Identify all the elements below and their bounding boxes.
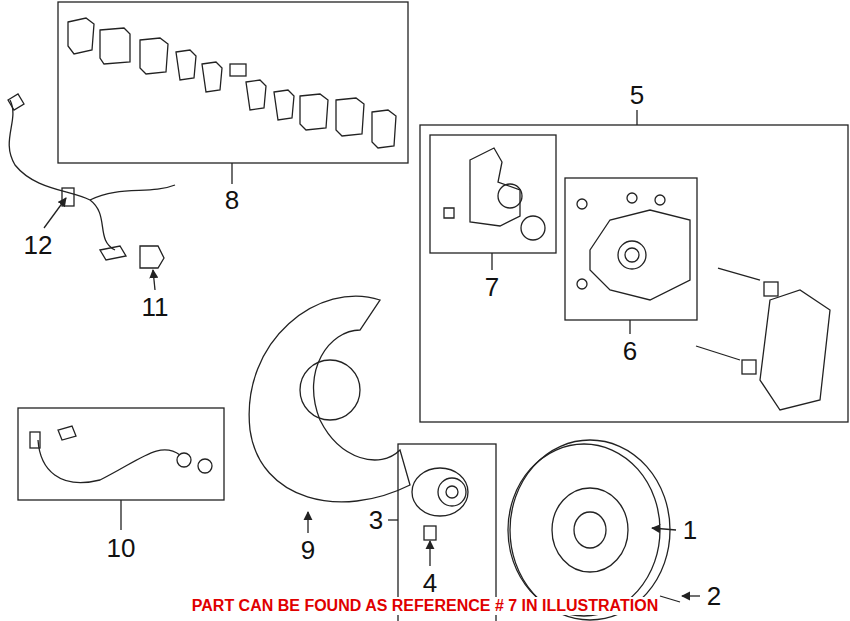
callout-number: 8 [225, 187, 239, 213]
caliper-bracket [696, 268, 830, 410]
caliper-body [577, 193, 690, 300]
callout-number: 10 [107, 535, 136, 561]
callout-number: 1 [683, 517, 697, 543]
callout-number: 7 [485, 274, 499, 300]
brake-pads [68, 18, 396, 148]
caliper-piston [444, 148, 545, 240]
group-box [565, 178, 697, 320]
brake-hose [30, 426, 212, 483]
group-box [420, 125, 848, 422]
callout-number: 12 [24, 232, 53, 258]
dust-shield [249, 296, 410, 502]
wheel-hub [412, 468, 468, 540]
group-box [398, 444, 496, 621]
group-box [430, 135, 556, 253]
group-box [58, 2, 408, 163]
brake-rotor [508, 440, 680, 620]
leader-lines [44, 110, 700, 596]
callout-number: 6 [623, 338, 637, 364]
group-box [18, 408, 224, 500]
callout-number: 11 [142, 294, 169, 320]
sensor-wire [8, 94, 175, 268]
callout-number: 5 [630, 82, 644, 108]
callout-number: 4 [423, 570, 437, 596]
callout-number: 3 [369, 507, 383, 533]
reference-note: PART CAN BE FOUND AS REFERENCE # 7 IN IL… [189, 597, 661, 615]
callout-number: 2 [707, 583, 721, 609]
callout-number: 9 [301, 537, 315, 563]
